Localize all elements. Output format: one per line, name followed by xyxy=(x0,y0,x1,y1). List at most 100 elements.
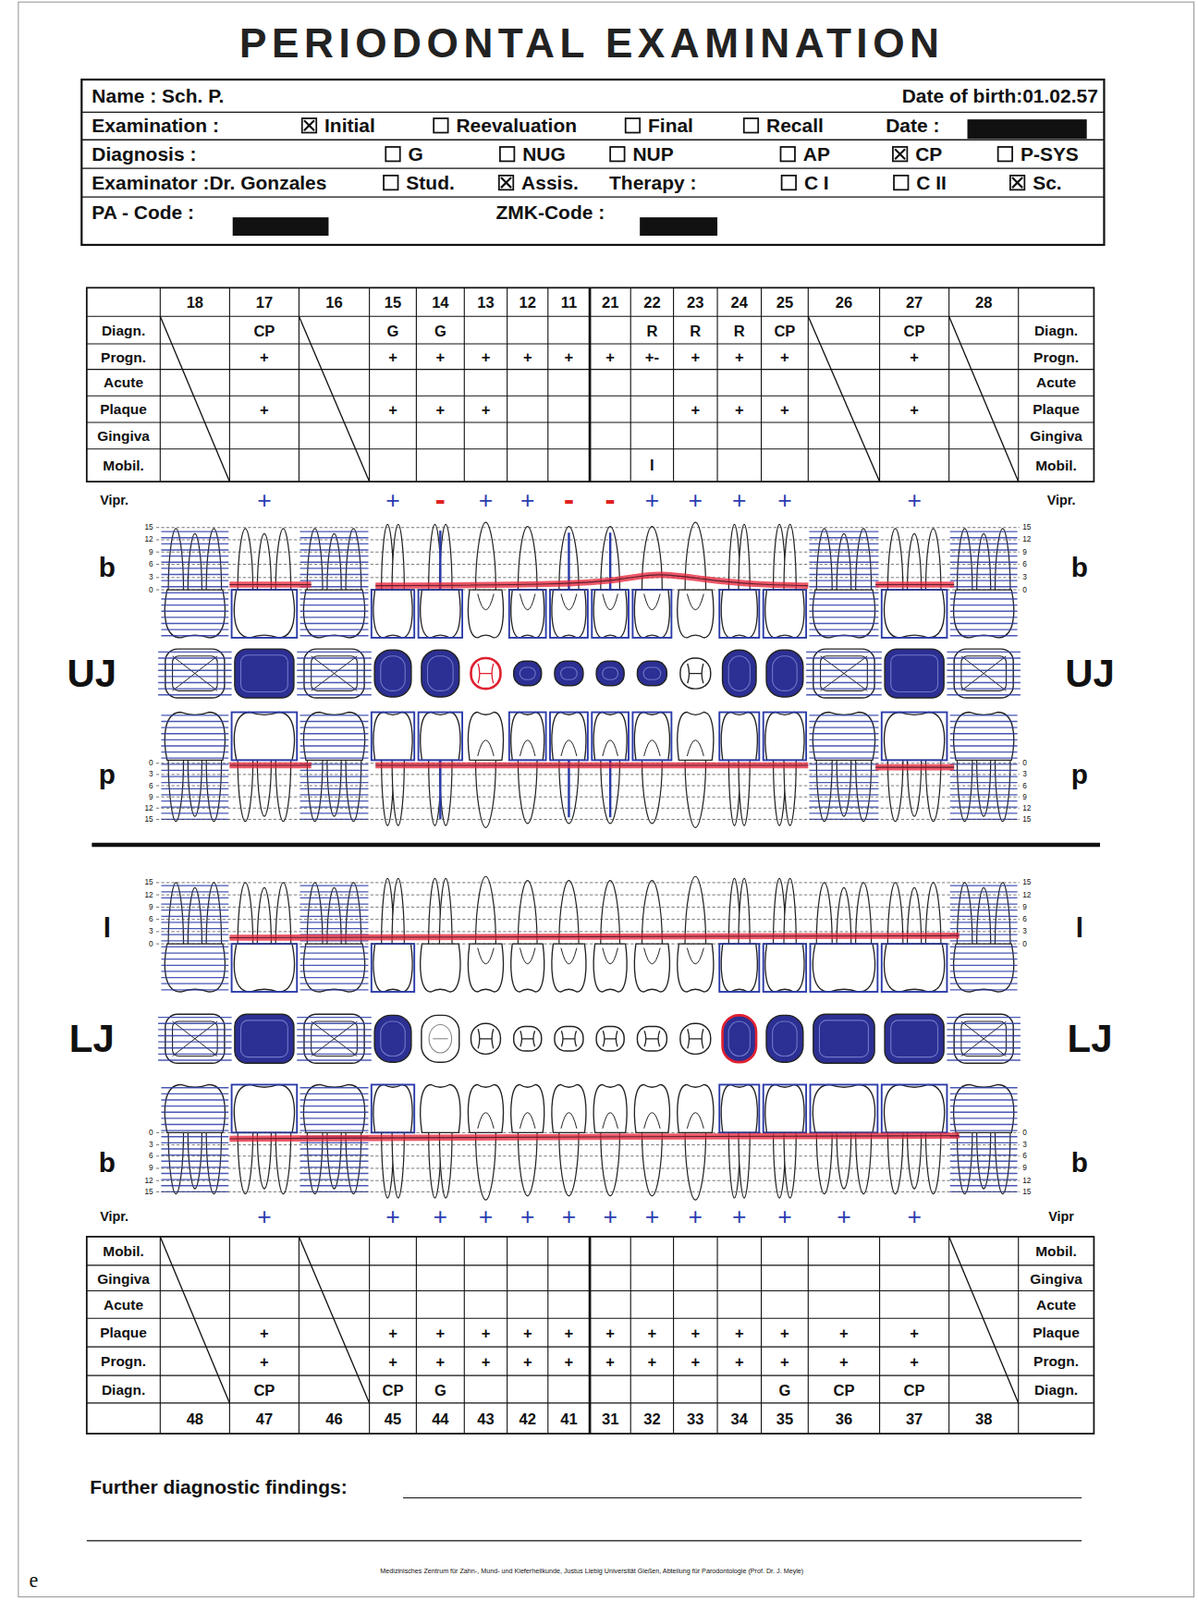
tooth-root xyxy=(428,759,442,826)
header-rule xyxy=(81,139,1104,141)
tooth-crown xyxy=(721,1084,758,1133)
missing-tooth-hatch xyxy=(808,788,879,790)
occlusal-outline xyxy=(953,648,1014,698)
crown-restoration xyxy=(881,943,948,992)
tooth-crown xyxy=(164,712,225,761)
missing-tooth-hatch xyxy=(300,891,369,893)
missing-tooth-hatch xyxy=(808,611,879,612)
incisal-mark xyxy=(561,1030,576,1047)
occlusal-outline xyxy=(596,1026,624,1052)
redaction-bar xyxy=(232,217,330,236)
tooth-root xyxy=(517,759,538,823)
missing-tooth-hatch xyxy=(160,921,229,923)
table-cell: R xyxy=(733,322,746,339)
crown-contour xyxy=(477,740,494,757)
form-field-label: CP xyxy=(915,144,942,164)
missing-tooth-hatch xyxy=(950,1124,1018,1125)
probing-grid-line xyxy=(156,1191,1020,1193)
tooth xyxy=(160,712,229,822)
crown-contour xyxy=(602,593,619,610)
tooth xyxy=(420,1084,461,1198)
checkbox xyxy=(998,146,1013,161)
gingival-margin xyxy=(875,764,954,771)
tooth xyxy=(593,1084,627,1196)
occlusal-inner xyxy=(961,1021,1007,1057)
header-rule xyxy=(81,195,1104,197)
vitality-sign: - xyxy=(605,484,616,515)
missing-tooth-hatch xyxy=(950,763,1018,765)
upper-occlusal-view xyxy=(158,648,1021,698)
missing-tooth-hatch xyxy=(300,1087,369,1088)
gingival-margin xyxy=(229,581,311,588)
crown-restoration xyxy=(232,712,298,761)
missing-tooth-hatch xyxy=(160,549,229,551)
table-cell: G xyxy=(387,322,400,339)
row-label: Plaque xyxy=(1032,402,1080,416)
crown-restoration xyxy=(719,589,759,638)
tooth xyxy=(763,524,807,638)
form-field-label: Recall xyxy=(766,115,824,135)
occlusal-inner xyxy=(961,656,1007,692)
scale-number: 9 xyxy=(1022,793,1027,801)
table-rule xyxy=(506,1236,508,1434)
missing-tooth-hatch xyxy=(300,623,369,624)
missing-tooth-hatch xyxy=(296,1035,372,1037)
missing-tooth-hatch xyxy=(296,663,372,665)
side-label: b xyxy=(1071,1149,1088,1178)
missing-tooth-hatch xyxy=(950,616,1018,618)
tooth-crown xyxy=(765,589,805,638)
table-rule xyxy=(1017,287,1019,482)
tooth-root xyxy=(275,759,291,821)
scale-number: 3 xyxy=(1022,1140,1027,1149)
missing-tooth-hatch xyxy=(160,977,229,978)
tooth-crown xyxy=(884,589,945,638)
table-rule xyxy=(159,1236,161,1434)
missing-tooth-hatch xyxy=(950,897,1018,899)
missing-tooth-hatch xyxy=(296,1053,372,1055)
scale-number: 0 xyxy=(1022,940,1027,948)
missing-tooth-hatch xyxy=(160,794,229,795)
probing-grid-line xyxy=(156,785,1020,787)
missing-tooth-hatch xyxy=(950,946,1018,948)
tooth xyxy=(950,1084,1018,1194)
tooth-root xyxy=(783,759,796,826)
tooth-root xyxy=(887,528,903,590)
table-border xyxy=(86,1236,1095,1434)
crown-contour xyxy=(602,1112,619,1129)
scale-number: 15 xyxy=(1022,1187,1031,1196)
tooth-crown xyxy=(953,943,1015,992)
missing-tooth-hatch xyxy=(950,989,1018,991)
tooth-occlusal xyxy=(554,660,584,685)
crown-restoration xyxy=(881,1084,948,1133)
tooth-crown xyxy=(303,712,365,761)
row-label: Mobil. xyxy=(1035,458,1077,473)
missing-tooth-hatch xyxy=(950,1099,1018,1101)
missing-tooth-hatch xyxy=(808,751,879,753)
missing-tooth-hatch xyxy=(160,714,229,716)
missing-tooth-hatch xyxy=(300,598,369,599)
probing-grid-line xyxy=(156,589,1020,591)
tooth-occlusal xyxy=(296,1014,372,1064)
checkbox xyxy=(433,118,448,133)
lower-lingual-view xyxy=(156,876,1020,992)
missing-tooth-hatch xyxy=(300,952,369,954)
tooth-root xyxy=(428,524,442,590)
missing-tooth-hatch xyxy=(160,1093,229,1095)
missing-tooth-hatch xyxy=(300,562,369,563)
lower-occlusal-view xyxy=(158,1014,1021,1064)
tooth-root xyxy=(738,759,750,826)
missing-tooth-hatch xyxy=(950,1148,1018,1150)
tooth-root xyxy=(907,533,922,590)
restoration-inner xyxy=(728,656,750,692)
tooth-root xyxy=(391,759,404,826)
checkbox xyxy=(892,146,907,161)
tooth-root xyxy=(684,1132,706,1200)
gingival-margin xyxy=(375,762,808,770)
missing-tooth-hatch xyxy=(160,628,229,630)
row-label: Diagn. xyxy=(101,1381,146,1396)
probing-grid-line xyxy=(156,881,1020,883)
tooth-crown xyxy=(721,712,758,761)
table-cell: + xyxy=(259,1324,269,1341)
probing-grid-line xyxy=(156,807,1020,809)
tooth-occlusal xyxy=(374,1014,412,1063)
